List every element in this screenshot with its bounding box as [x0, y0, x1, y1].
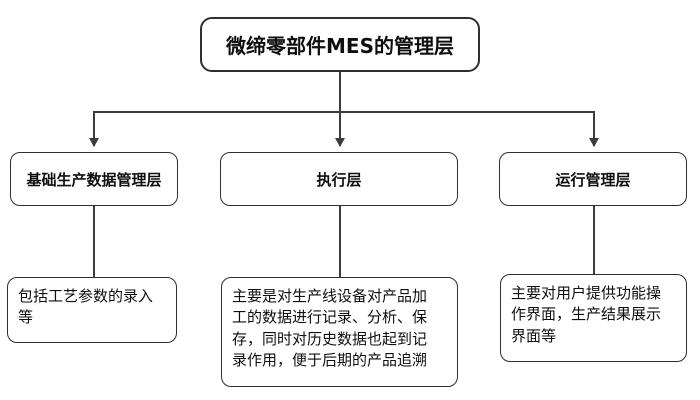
connector-drop-left [93, 206, 95, 277]
description-box-execution: 主要是对生产线设备对产品加 工的数据进行记录、分析、保 存，同时对历史数据也起到… [221, 277, 458, 387]
layer-box-label: 执行层 [316, 170, 362, 189]
arrowhead-down-icon [334, 138, 345, 147]
description-box-operation-management: 主要对用户提供功能操 作界面，生产结果展示 界面等 [500, 274, 687, 362]
connector-arrow-left [89, 112, 99, 147]
layer-box-basic-production-data: 基础生产数据管理层 [10, 152, 178, 206]
connector-root-stub [338, 72, 341, 112]
connector-drop-right [592, 206, 595, 274]
connector-horizontal-bar [93, 111, 595, 113]
root-box-label: 微缔零部件MES的管理层 [226, 34, 454, 58]
layer-box-execution: 执行层 [220, 152, 458, 206]
layer-box-operation-management: 运行管理层 [499, 152, 687, 206]
layer-box-label: 基础生产数据管理层 [26, 170, 162, 189]
arrowhead-down-icon [588, 138, 599, 147]
connector-drop-middle [338, 206, 341, 277]
description-box-basic-production-data: 包括工艺参数的录入 等 [7, 277, 177, 343]
layer-box-label: 运行管理层 [555, 170, 631, 189]
connector-arrow-middle [334, 112, 345, 147]
connector-arrow-right [588, 112, 599, 147]
root-box-mes-management-layer: 微缔零部件MES的管理层 [200, 17, 480, 72]
arrowhead-down-icon [89, 138, 99, 147]
